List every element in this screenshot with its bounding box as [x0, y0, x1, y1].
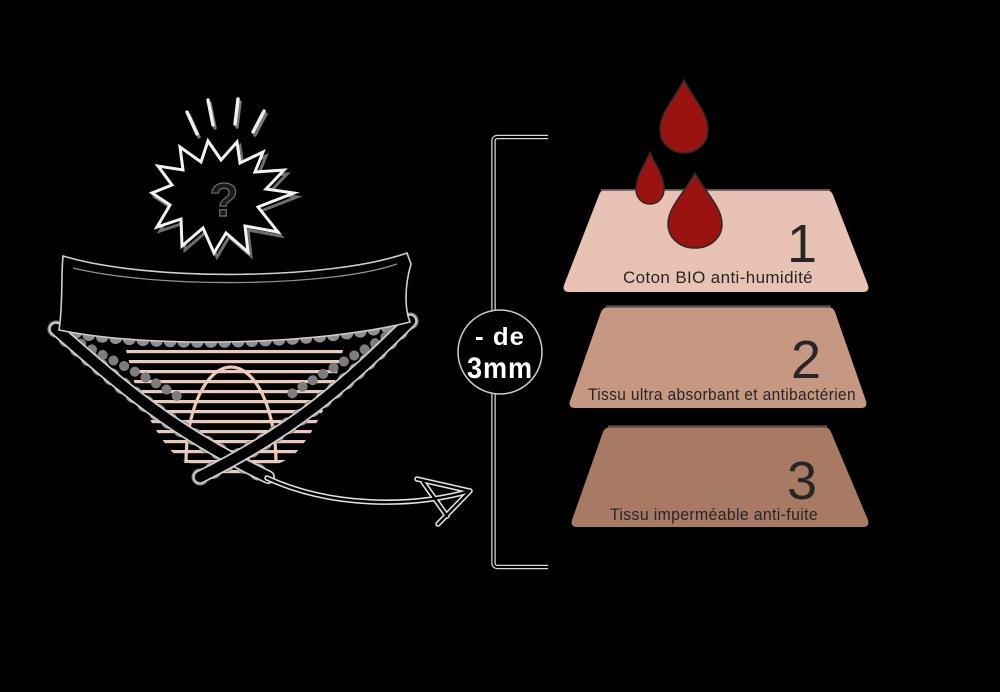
fabric-layer-3: 3 Tissu imperméable anti-fuite [571, 425, 869, 527]
period-panty-icon [47, 251, 419, 486]
thickness-badge: - de 3mm [457, 309, 543, 395]
blood-drop-small-icon [635, 149, 665, 205]
sketch-arrow-icon [264, 475, 473, 527]
badge-line2: 3mm [467, 352, 533, 385]
layer-3-number: 3 [787, 451, 817, 511]
fabric-layers: 1 Coton BIO anti-humidité 2 Tissu ultra … [563, 189, 869, 527]
question-burst-icon: ? [148, 97, 303, 261]
panty-leg-right [194, 315, 416, 483]
badge-circle [457, 309, 543, 395]
panty-pad-dome [184, 365, 278, 464]
arrow-core [265, 476, 472, 526]
layer-2-surface [569, 307, 867, 408]
layer-1-label: Coton BIO anti-humidité [623, 268, 813, 287]
layer-3-label: Tissu imperméable anti-fuite [610, 505, 818, 524]
layer-3-surface [571, 427, 869, 527]
blood-drops-icon [635, 78, 723, 249]
panty-stripe-panel [125, 346, 344, 475]
fabric-layer-2: 2 Tissu ultra absorbant et antibactérien [569, 305, 867, 408]
layer-2-number: 2 [791, 330, 821, 390]
layer-1-surface [563, 190, 869, 292]
fabric-layer-1: 1 Coton BIO anti-humidité [563, 189, 869, 292]
question-mark: ? [210, 173, 239, 226]
burst-outline [148, 137, 300, 257]
panty-waistband [58, 251, 412, 343]
panty-waistband-inner-line [72, 263, 398, 284]
blood-drop-medium-icon [667, 171, 723, 249]
layer-2-label: Tissu ultra absorbant et antibactérien [588, 385, 856, 404]
blood-drop-large-icon [659, 78, 709, 154]
burst-rays-icon [185, 97, 268, 139]
badge-line1: - de [475, 323, 525, 351]
layer-1-number: 1 [787, 214, 817, 274]
